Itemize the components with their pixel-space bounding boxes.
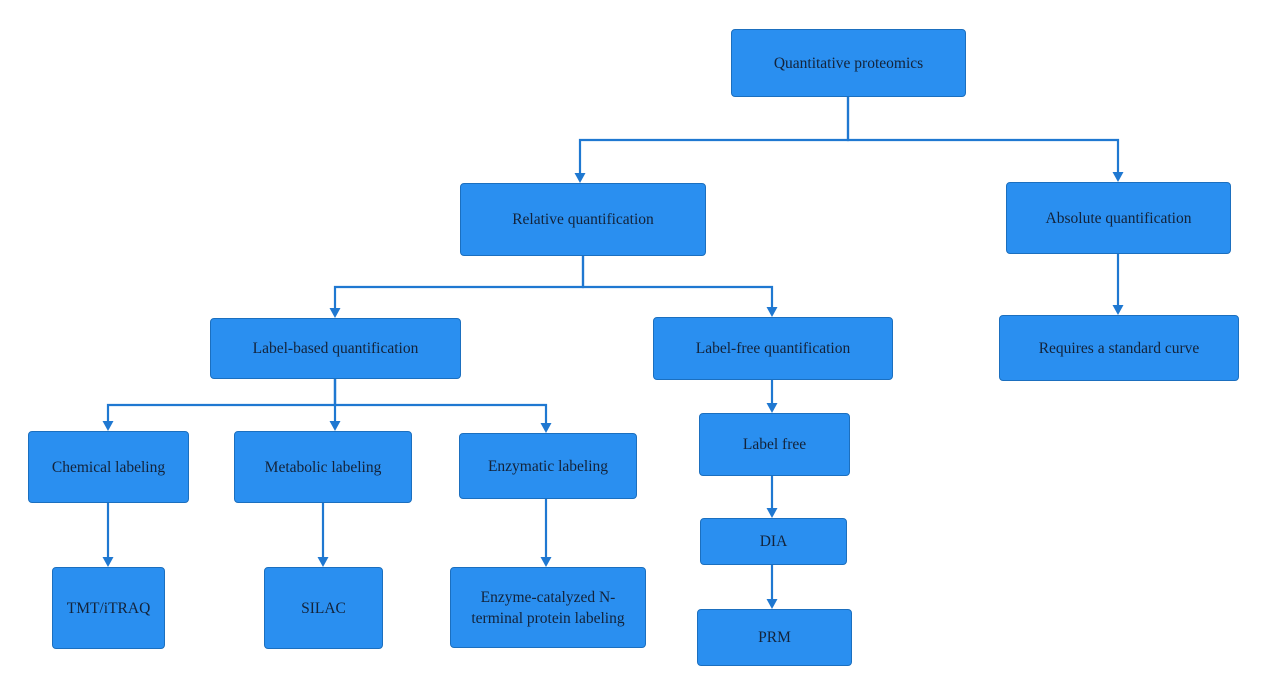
node-label: DIA bbox=[759, 533, 788, 550]
node-chemical-labeling: Chemical labeling bbox=[28, 431, 189, 503]
node-requires-standard-curve: Requires a standard curve bbox=[999, 315, 1239, 381]
edge-absolute-to-standard-curve bbox=[1112, 254, 1124, 315]
arrowhead-icon bbox=[540, 423, 552, 433]
arrowhead-icon bbox=[766, 599, 778, 609]
arrowhead-icon bbox=[1112, 172, 1124, 182]
arrowhead-icon bbox=[317, 557, 329, 567]
node-label: PRM bbox=[758, 629, 791, 646]
arrowhead-icon bbox=[102, 557, 114, 567]
arrowhead-icon bbox=[102, 421, 114, 431]
node-label: Quantitative proteomics bbox=[773, 54, 924, 72]
node-quantitative-proteomics: Quantitative proteomics bbox=[731, 29, 966, 97]
node-label: Requires a standard curve bbox=[1038, 339, 1200, 357]
node-metabolic-labeling: Metabolic labeling bbox=[234, 431, 412, 503]
edge-label-free-to-dia bbox=[766, 476, 778, 518]
node-label: TMT/iTRAQ bbox=[66, 599, 151, 617]
node-label: Absolute quantification bbox=[1045, 209, 1192, 227]
arrowhead-icon bbox=[540, 557, 552, 567]
edge-metabolic-to-silac bbox=[317, 503, 329, 567]
edge-label-based-to-chemical bbox=[102, 379, 337, 431]
edge-relative-to-label-free-q bbox=[581, 256, 778, 317]
arrowhead-icon bbox=[574, 173, 586, 183]
edge-chemical-to-tmt bbox=[102, 503, 114, 567]
edge-relative-to-label-based bbox=[329, 256, 585, 318]
node-label: Label-free quantification bbox=[695, 340, 851, 357]
node-label: Enzyme-catalyzed N-terminal protein labe… bbox=[471, 588, 625, 627]
edge-root-to-absolute bbox=[846, 97, 1124, 182]
connector-line bbox=[581, 256, 774, 308]
edge-dia-to-prm bbox=[766, 565, 778, 609]
node-label-free: Label free bbox=[699, 413, 850, 476]
arrowhead-icon bbox=[766, 403, 778, 413]
arrowhead-icon bbox=[329, 421, 341, 431]
node-label: Relative quantification bbox=[512, 211, 654, 228]
connector-line bbox=[333, 256, 585, 309]
edge-label-based-to-enzymatic bbox=[333, 379, 552, 433]
edge-root-to-relative bbox=[574, 97, 850, 183]
connector-line bbox=[106, 379, 337, 422]
connector-line bbox=[578, 97, 850, 174]
node-label-based-quantification: Label-based quantification bbox=[210, 318, 461, 379]
arrowhead-icon bbox=[766, 508, 778, 518]
connector-line bbox=[846, 97, 1120, 173]
edge-label-free-q-to-label-free bbox=[766, 380, 778, 413]
arrowhead-icon bbox=[329, 308, 341, 318]
node-label: Label free bbox=[742, 436, 807, 453]
node-tmt-itraq: TMT/iTRAQ bbox=[52, 567, 165, 649]
arrowhead-icon bbox=[766, 307, 778, 317]
node-label: Chemical labeling bbox=[51, 458, 166, 476]
edge-enzymatic-to-enzyme-n-term bbox=[540, 499, 552, 567]
node-prm: PRM bbox=[697, 609, 852, 666]
node-label-free-quantification: Label-free quantification bbox=[653, 317, 893, 380]
arrowhead-icon bbox=[1112, 305, 1124, 315]
node-label: Metabolic labeling bbox=[264, 458, 382, 476]
node-label: Enzymatic labeling bbox=[487, 457, 609, 475]
node-absolute-quantification: Absolute quantification bbox=[1006, 182, 1231, 254]
node-enzyme-catalyzed-n-terminal: Enzyme-catalyzed N-terminal protein labe… bbox=[450, 567, 646, 648]
node-silac: SILAC bbox=[264, 567, 383, 649]
node-relative-quantification: Relative quantification bbox=[460, 183, 706, 256]
node-label: Label-based quantification bbox=[252, 340, 419, 357]
node-label: SILAC bbox=[301, 599, 346, 617]
connector-line bbox=[333, 379, 548, 424]
node-dia: DIA bbox=[700, 518, 847, 565]
node-enzymatic-labeling: Enzymatic labeling bbox=[459, 433, 637, 499]
